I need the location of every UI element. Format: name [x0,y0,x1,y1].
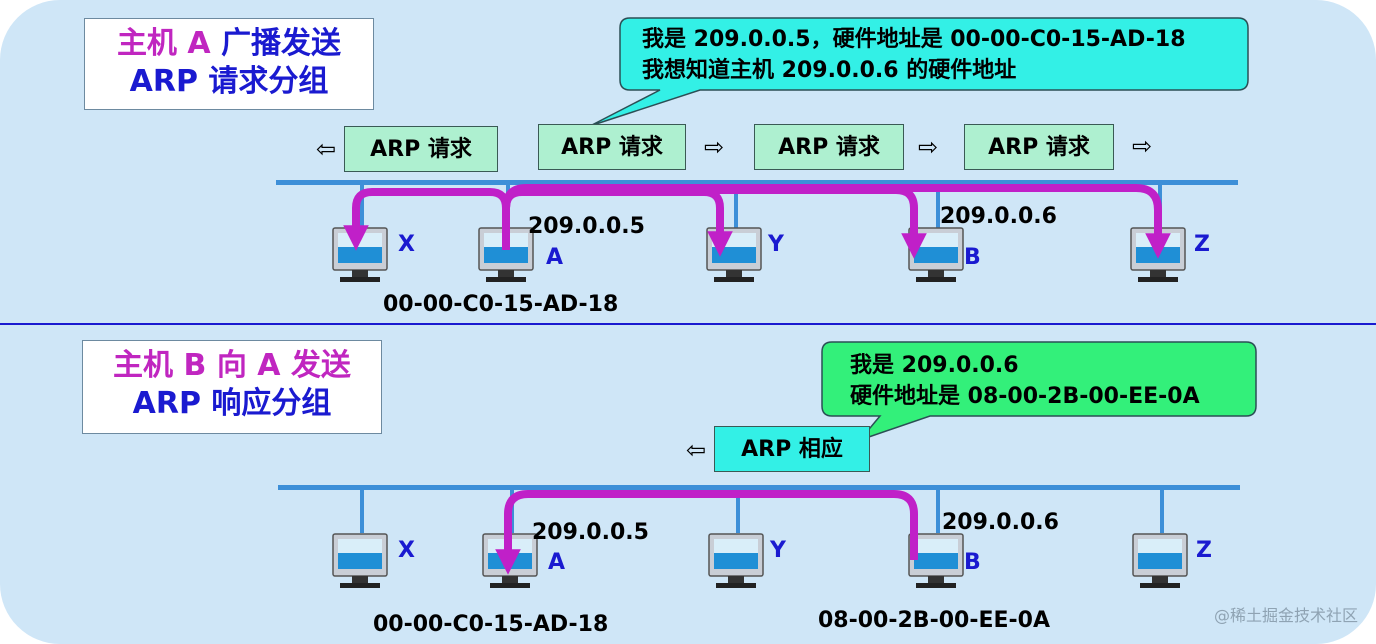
top-callout-line1: 我是 209.0.0.5，硬件地址是 00-00-C0-15-AD-18 [642,27,1186,52]
bottom-host-label-z: Z [1196,538,1212,563]
top-drop-y [734,180,738,228]
top-host-label-z: Z [1194,232,1210,257]
top-host-label-x: X [398,232,415,257]
bottom-title-line1: 主机 B 向 A 发送 [83,347,381,385]
top-network-bus [276,180,1238,185]
bottom-ip-a: 209.0.0.5 [532,520,649,545]
bottom-ip-b: 209.0.0.6 [942,510,1059,535]
top-computer-y [706,227,762,283]
top-host-label-b: B [964,245,981,270]
bottom-computer-y [708,533,764,589]
top-packet-2: ARP 请求 [538,124,686,170]
top-arrow-to-z [502,184,1171,259]
bottom-left-arrow-icon: ⇦ [686,436,707,464]
bottom-callout-line2: 硬件地址是 08-00-2B-00-EE-0A [850,384,1200,409]
top-right-arrow-icon-1: ⇨ [704,133,725,161]
bottom-host-label-a: A [548,550,566,575]
bottom-drop-b [936,485,940,533]
top-packet-4: ARP 请求 [964,124,1114,170]
top-title-host: 主机 A [116,26,211,61]
bottom-drop-y [736,485,740,533]
bottom-title-host: 主机 B [113,348,207,383]
bottom-arrow-b-to-a [495,490,918,575]
section-divider [0,323,1376,325]
bottom-title-box: 主机 B 向 A 发送 ARP 响应分组 [82,340,382,434]
top-ip-a: 209.0.0.5 [528,214,645,239]
bottom-mac-b: 08-00-2B-00-EE-0A [818,608,1050,633]
top-title-line1: 主机 A 广播发送 [85,25,373,63]
bottom-host-label-y: Y [770,538,786,563]
top-host-label-a: A [546,245,564,270]
bottom-title-target: A [257,348,281,383]
bottom-host-label-b: B [964,550,981,575]
top-ip-b: 209.0.0.6 [940,204,1057,229]
bottom-mac-a: 00-00-C0-15-AD-18 [373,612,609,637]
top-title-box: 主机 A 广播发送 ARP 请求分组 [84,18,374,110]
bottom-network-bus [278,485,1240,490]
bottom-title-to: 向 [216,348,247,383]
bottom-title-action: 发送 [290,348,351,383]
bottom-callout-line1: 我是 209.0.0.6 [850,353,1019,378]
top-callout-line2: 我想知道主机 209.0.0.6 的硬件地址 [642,58,1017,83]
top-right-arrow-icon-2: ⇨ [918,133,939,161]
bottom-computer-x [332,533,388,589]
bottom-title-line2: ARP 响应分组 [132,386,332,421]
top-drop-b [936,180,940,228]
top-title-line2: ARP 请求分组 [129,64,329,99]
top-right-arrow-icon-3: ⇨ [1132,132,1153,160]
top-packet-1: ARP 请求 [344,126,498,172]
top-callout-bubble [589,17,1249,127]
bottom-packet: ARP 相应 [714,426,870,472]
top-left-arrow-icon: ⇦ [316,135,337,163]
top-drop-x [360,180,364,228]
top-packet-3: ARP 请求 [754,124,904,170]
bottom-computer-z [1132,533,1188,589]
top-title-action: 广播发送 [221,26,342,61]
bottom-drop-z [1160,485,1164,533]
top-host-label-y: Y [768,232,784,257]
bottom-callout-bubble [821,341,1257,442]
bottom-drop-x [360,485,364,533]
top-mac-a: 00-00-C0-15-AD-18 [383,292,619,317]
bottom-host-label-x: X [398,538,415,563]
watermark: @稀土掘金技术社区 [1213,606,1358,625]
